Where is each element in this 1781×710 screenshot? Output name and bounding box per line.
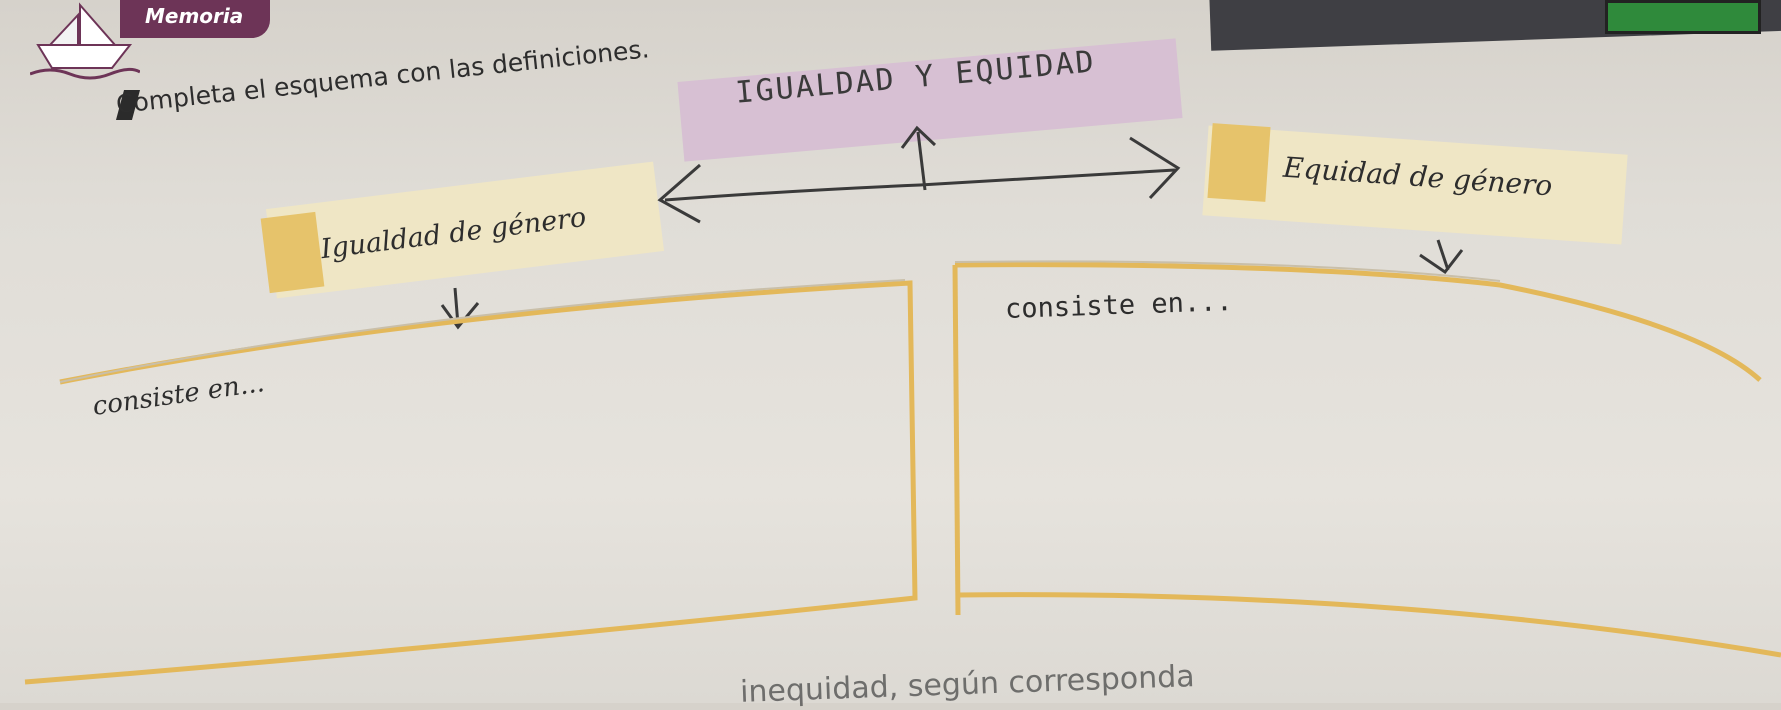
right-down-arrow (1419, 239, 1464, 275)
paper-boat-icon (30, 2, 140, 80)
green-tab (1605, 0, 1761, 34)
right-answer-box (954, 262, 1762, 382)
up-arrow-line (916, 131, 927, 191)
memoria-badge (120, 0, 270, 38)
up-arrowhead (900, 125, 937, 149)
connector-line (664, 168, 1176, 202)
left-arrowhead (657, 163, 701, 224)
right-answer-area[interactable] (980, 330, 1740, 570)
right-arrowhead (1129, 136, 1181, 200)
left-answer-area[interactable] (95, 430, 875, 610)
left-answer-box (24, 280, 918, 685)
memoria-label: Memoria (145, 4, 244, 28)
